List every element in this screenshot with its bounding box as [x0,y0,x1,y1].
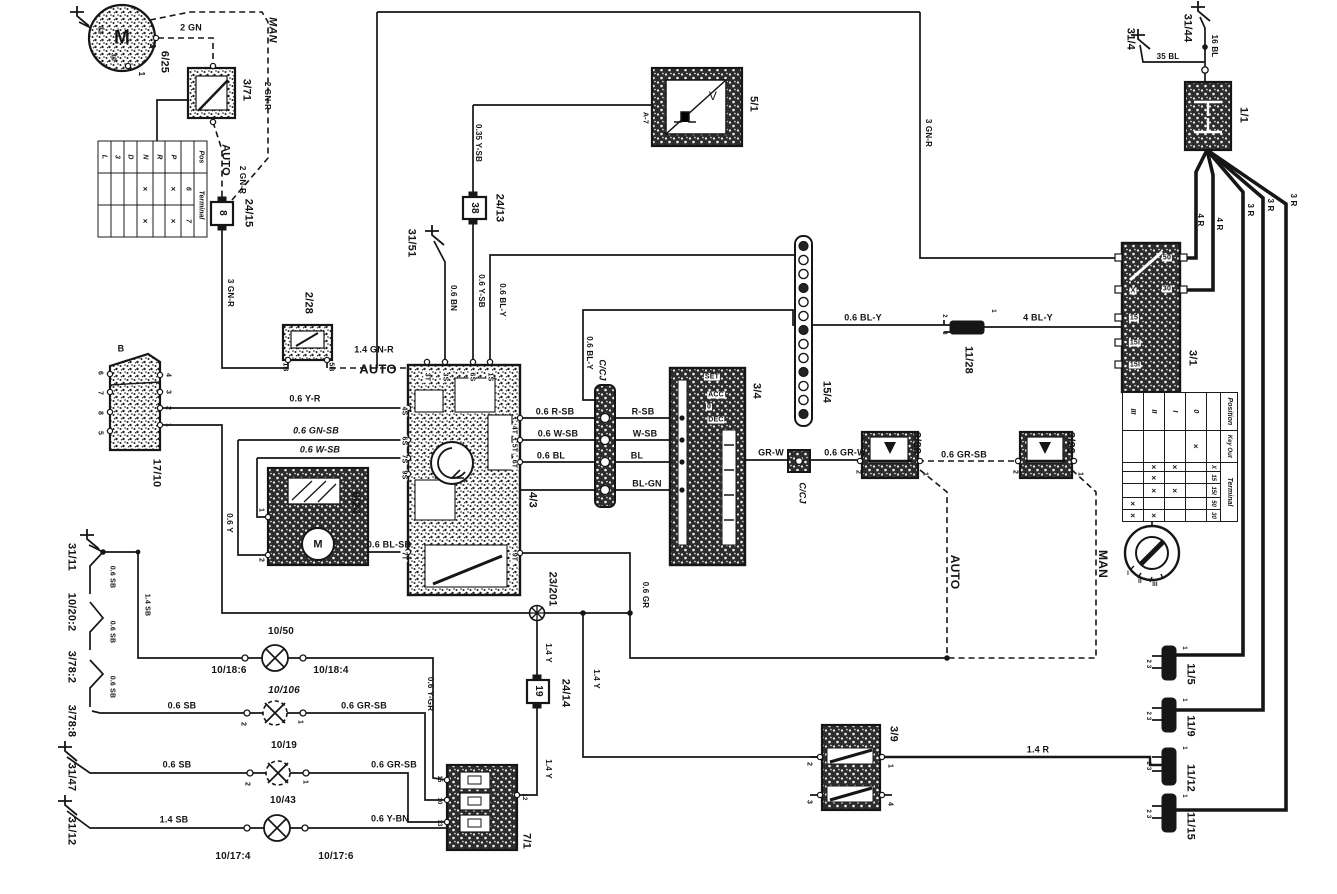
table-cell [1185,509,1207,522]
table-cell: 50 [1206,497,1221,510]
table-cell: × [1143,471,1165,484]
wires-thick [1176,148,1288,812]
table-cell: × [1164,483,1186,498]
table-cell: 30 [1206,509,1221,522]
table-cell [1122,471,1144,484]
fuse-24-13 [461,195,488,221]
table-cell: D [123,141,137,173]
connector-11-28 [949,320,985,335]
table-cell: X [1206,462,1221,472]
table-cell [152,204,166,237]
ignition-switch-3-1 [1120,241,1182,394]
table-cell: R [152,141,166,173]
table-cell [1164,509,1186,522]
connector-17-10 [108,352,162,452]
table-cell: × [165,204,182,237]
table-cell [1164,497,1186,510]
table-cell: × [136,172,153,205]
table-cell [1164,471,1186,484]
splice-23-201 [528,604,546,622]
wire-1-4r [880,755,1162,767]
table-cell: × [136,204,153,237]
table-cell [181,141,195,173]
terminal-11-5 [1161,645,1177,681]
table-cell: × [1164,462,1186,472]
junction-dots [100,44,1208,661]
table-cell [98,172,111,205]
terminal-11-9 [1161,697,1177,733]
table-cell: × [1143,483,1165,498]
table-cell [1143,430,1165,463]
unit-1-1 [1183,80,1233,152]
table-cell: L [98,141,111,173]
table-cell: 15 [1206,471,1221,484]
table-cell [1206,392,1221,431]
table-cell [123,172,137,205]
table-cell [1122,462,1144,472]
table-cell: 0 [1185,392,1207,431]
table-cell: Pos [194,141,207,173]
motor-6-25 [87,3,157,73]
table-cell [1185,471,1207,484]
table-cell: Key Out [1220,430,1238,463]
terminal-11-12 [1161,747,1177,786]
terminal-11-15 [1161,793,1177,833]
table-cell [1122,483,1144,498]
table-cell [110,172,124,205]
table-cell [1122,430,1144,463]
table-cell: × [1185,430,1207,463]
table-cell: 6 [181,172,195,205]
table-cell: 7 [181,204,195,237]
table-cell: N [136,141,153,173]
table-cell [123,204,137,237]
table-cell [152,172,166,205]
connector-strip-ccj [594,384,616,508]
table-cell: I [1164,392,1186,431]
table-cell: III [1122,392,1144,431]
table-cell: II [1143,392,1165,431]
table-cell [110,204,124,237]
table-cell [1143,497,1165,510]
table-cell [1164,430,1186,463]
table-cell: × [1143,462,1165,472]
table-cell: × [1122,509,1144,522]
ground-symbols [58,1,1211,816]
table-cell: × [165,172,182,205]
table-cell: P [165,141,182,173]
component-boxes [87,3,1233,852]
wires-solid [66,11,1206,829]
table-cell: Position [1220,392,1238,431]
table-cell: 15I [1206,483,1221,498]
wires-dashed [149,11,1097,659]
table-cell [98,204,111,237]
table-cell [1185,462,1207,472]
fuse-24-15 [209,200,235,227]
table-cell [1185,497,1207,510]
table-cell: × [1122,497,1144,510]
lamp-symbols [261,644,291,842]
table-cell: 3 [110,141,124,173]
table-cell: Terminal [1220,462,1238,522]
table-cell: × [1143,509,1165,522]
table-cell [1185,483,1207,498]
fuse-24-14 [525,678,551,705]
table-cell [1206,430,1221,463]
table-cell: Terminal [194,172,207,237]
